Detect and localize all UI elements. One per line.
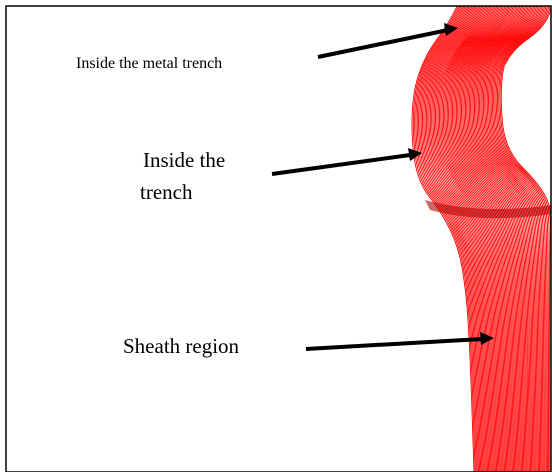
label-sheath-region: Sheath region: [123, 334, 239, 359]
label-inside-trench-line1: Inside the: [143, 148, 225, 173]
arrow-sheath: [306, 332, 494, 349]
label-inside-trench-line2: trench: [140, 180, 192, 205]
particle-trajectories: [412, 0, 552, 472]
label-inside-metal-trench: Inside the metal trench: [76, 55, 222, 73]
arrow-trench: [272, 148, 422, 174]
